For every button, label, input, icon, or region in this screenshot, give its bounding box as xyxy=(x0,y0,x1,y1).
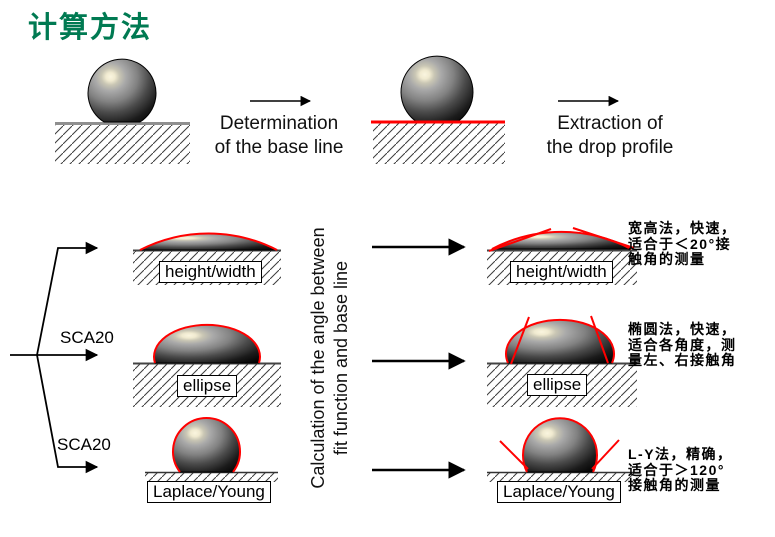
extraction-label: Extraction of the drop profile xyxy=(524,112,696,160)
right-hw-fit-tangents xyxy=(488,227,635,252)
annotation-el-line1: 椭圆法，快速， xyxy=(628,321,737,337)
left-ellipse-fit-curve xyxy=(153,323,261,364)
branch-tree xyxy=(10,241,99,474)
annotation-hw-line1: 宽高法，快速， xyxy=(628,220,737,236)
method-box-right-ellipse: ellipse xyxy=(527,374,588,396)
right-ellipse-drop sessile-drop-icon xyxy=(505,319,615,364)
method-box-left-laplace-young: Laplace/Young xyxy=(147,481,271,503)
annotation-hw-line2: 适合于＜20°接 xyxy=(628,235,732,252)
annotation-laplace-young: L-Y法，精确， 适合于＞120° 接触角的测量 xyxy=(628,446,775,494)
branch-arrow-top right-arrow-icon xyxy=(36,241,99,356)
vertical-label-line2: fit function and base line xyxy=(331,260,351,456)
extraction-line1: Extraction of xyxy=(557,113,663,134)
annotation-ellipse: 椭圆法，快速， 适合各角度，测 量左、右接触角 xyxy=(628,321,775,369)
annotation-el-line2: 适合各角度，测 xyxy=(628,336,737,353)
sca20-label-bottom: SCA20 xyxy=(57,435,111,454)
extraction-line2: the drop profile xyxy=(546,137,674,158)
method-box-right-height-width: height/width xyxy=(510,261,613,283)
vertical-label-line1: Calculation of the angle between xyxy=(308,227,328,489)
right-ly-fit-tangents xyxy=(499,417,620,473)
annotation-height-width: 宽高法，快速， 适合于＜20°接 触角的测量 xyxy=(628,220,775,268)
right-ly-drop sessile-drop-icon xyxy=(522,417,598,473)
page-title: 计算方法 xyxy=(28,12,153,44)
step2-surface hatched-surface-icon xyxy=(373,123,505,164)
determination-label: Determination of the base line xyxy=(193,112,365,160)
left-ly-fit-curve xyxy=(172,417,241,473)
annotation-ly-line2: 适合于＞120° xyxy=(628,461,725,478)
annotation-el-line3: 量左、右接触角 xyxy=(628,352,737,368)
vertical-calculation-label: Calculation of the angle between fit fun… xyxy=(307,178,355,537)
left-ellipse-drop sessile-drop-icon xyxy=(153,324,261,364)
branch-arrow-bottom right-arrow-icon xyxy=(36,354,99,474)
determination-line1: Determination xyxy=(219,113,339,134)
left-ly-drop sessile-drop-icon xyxy=(172,417,241,473)
sca20-label-top: SCA20 xyxy=(60,328,114,347)
left-hw-fit-curve xyxy=(139,232,278,251)
method-box-right-laplace-young: Laplace/Young xyxy=(497,481,621,503)
annotation-ly-line1: L-Y法，精确， xyxy=(628,446,733,462)
step2-drop sessile-drop-icon xyxy=(400,55,474,123)
method-box-left-ellipse: ellipse xyxy=(177,375,238,397)
method-box-left-height-width: height/width xyxy=(159,261,262,283)
annotation-hw-line3: 触角的测量 xyxy=(628,251,706,267)
right-ellipse-fit-tangents xyxy=(505,315,615,365)
determination-line2: of the base line xyxy=(214,137,344,158)
annotation-ly-line3: 接触角的测量 xyxy=(628,477,721,493)
step1-surface hatched-surface-icon xyxy=(55,122,190,164)
step1-drop sessile-drop-icon xyxy=(87,58,157,123)
